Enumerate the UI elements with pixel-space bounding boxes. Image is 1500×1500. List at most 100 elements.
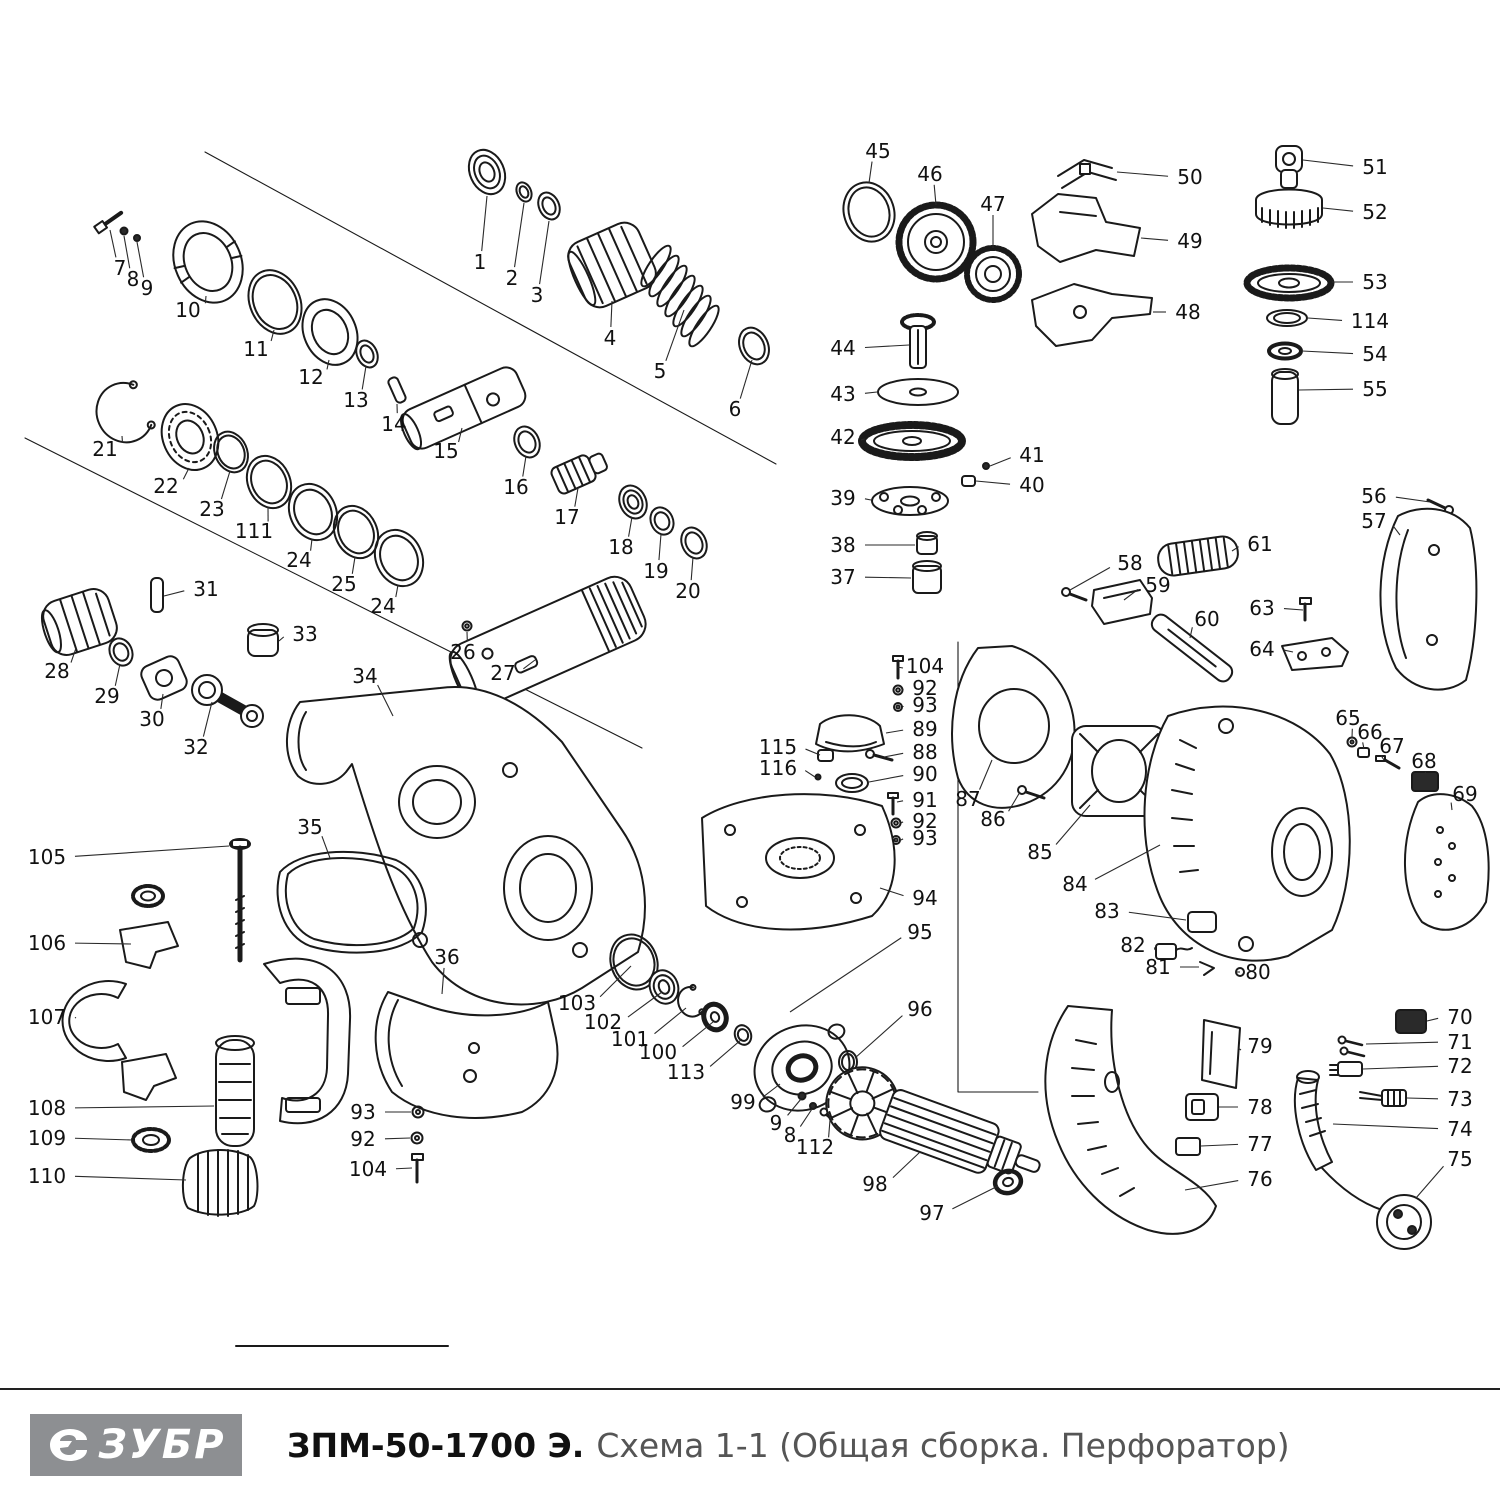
- part-number-label: 47: [980, 192, 1005, 216]
- part-number-label: 34: [352, 664, 377, 688]
- part-number-label: 84: [1062, 872, 1087, 896]
- leader-line: [1380, 755, 1385, 761]
- leader-line: [854, 1015, 903, 1059]
- part-number-label: 69: [1452, 782, 1477, 806]
- part-number-label: 92: [350, 1127, 375, 1151]
- leader-line: [321, 836, 331, 859]
- leader-line: [74, 845, 230, 857]
- leader-line: [74, 1175, 187, 1181]
- part-number-label: 51: [1362, 155, 1387, 179]
- leader-line: [114, 663, 121, 686]
- leader-line: [384, 1137, 411, 1140]
- part-number-label: 71: [1447, 1030, 1472, 1054]
- part-number-label: 22: [153, 474, 178, 498]
- part-number-label: 106: [28, 931, 66, 955]
- part-main-housing-34: [286, 686, 646, 1006]
- part-number-label: 83: [1094, 899, 1119, 923]
- part-number-label: 3: [531, 283, 544, 307]
- part-number-label: 8: [784, 1123, 797, 1147]
- part-number-label: 56: [1361, 484, 1386, 508]
- leader-line: [665, 309, 685, 361]
- part-chain-1-6: [467, 148, 770, 366]
- part-number-label: 43: [830, 382, 855, 406]
- part-number-label: 66: [1357, 720, 1382, 744]
- part-fasteners-middle: [814, 655, 904, 845]
- part-number-label: 108: [28, 1096, 66, 1120]
- part-number-label: 68: [1411, 749, 1436, 773]
- part-number-label: 5: [654, 359, 667, 383]
- leader-line: [1116, 171, 1169, 177]
- part-cluster-65-69: [1346, 736, 1490, 931]
- leader-line: [804, 770, 816, 778]
- leader-line: [1415, 1165, 1444, 1199]
- part-number-label: 92: [912, 676, 937, 700]
- part-number-label: 53: [1362, 270, 1387, 294]
- leader-line: [879, 887, 904, 897]
- leader-line: [1450, 802, 1453, 811]
- part-gasket-35: [276, 850, 427, 954]
- part-number-label: 67: [1379, 734, 1404, 758]
- leader-line: [351, 556, 356, 574]
- leader-line: [805, 748, 821, 756]
- part-number-label: 87: [955, 787, 980, 811]
- part-number-label: 88: [912, 740, 937, 764]
- leader-line: [74, 1105, 215, 1109]
- leader-line: [220, 470, 231, 500]
- leader-line: [896, 800, 904, 803]
- leader-line: [868, 775, 904, 783]
- part-number-label: 86: [980, 807, 1005, 831]
- leader-line: [892, 1151, 921, 1179]
- leader-line: [1184, 1180, 1239, 1191]
- part-number-label: 21: [92, 437, 117, 461]
- part-number-label: 94: [912, 886, 937, 910]
- leader-line: [204, 295, 207, 304]
- leader-line: [522, 455, 527, 477]
- leader-line: [163, 590, 185, 597]
- leader-line: [513, 202, 525, 268]
- part-number-label: 10: [175, 298, 200, 322]
- part-number-label: 50: [1177, 165, 1202, 189]
- part-number-label: 63: [1249, 596, 1274, 620]
- part-chain-21-27: [95, 380, 647, 709]
- leader-line: [989, 457, 1011, 467]
- part-number-label: 64: [1249, 637, 1274, 661]
- part-number-label: 7: [114, 256, 127, 280]
- part-side-handle-105-110: [61, 838, 352, 1217]
- leader-line: [1128, 911, 1187, 921]
- part-number-label: 76: [1247, 1167, 1272, 1191]
- part-chain-7-20: [93, 210, 708, 560]
- part-number-label: 97: [919, 1201, 944, 1225]
- part-number-label: 29: [94, 684, 119, 708]
- leader-line: [123, 235, 131, 269]
- part-armature-98: [825, 1066, 1041, 1175]
- leader-line: [864, 391, 878, 394]
- leader-line: [1395, 496, 1431, 503]
- part-number-label: 28: [44, 659, 69, 683]
- part-number-label: 31: [193, 577, 218, 601]
- leader-line: [828, 1119, 831, 1138]
- leader-line: [70, 647, 77, 663]
- leader-line: [278, 636, 285, 642]
- part-number-label: 14: [381, 412, 406, 436]
- part-number-label: 11: [243, 337, 268, 361]
- diagram-artwork: [24, 145, 1490, 1347]
- leader-line: [74, 1016, 77, 1019]
- part-knob-4: [567, 221, 657, 309]
- leader-line: [202, 701, 213, 737]
- leader-line: [74, 1137, 133, 1141]
- leader-line: [1301, 350, 1354, 355]
- leader-line: [883, 752, 904, 758]
- leader-line: [481, 195, 488, 252]
- leader-line: [900, 821, 904, 824]
- part-number-label: 15: [433, 439, 458, 463]
- leader-line: [1094, 844, 1161, 880]
- leader-line: [885, 729, 904, 734]
- part-cordset-70-75: [1293, 1009, 1432, 1250]
- leader-line: [1200, 1143, 1239, 1147]
- part-number-label: 55: [1362, 377, 1387, 401]
- leader-line: [864, 576, 912, 579]
- footer: ЗУБР ЗПМ-50-1700 Э.Схема 1-1 (Общая сбор…: [0, 1390, 1500, 1500]
- leader-line: [658, 533, 662, 561]
- leader-line: [1069, 567, 1111, 591]
